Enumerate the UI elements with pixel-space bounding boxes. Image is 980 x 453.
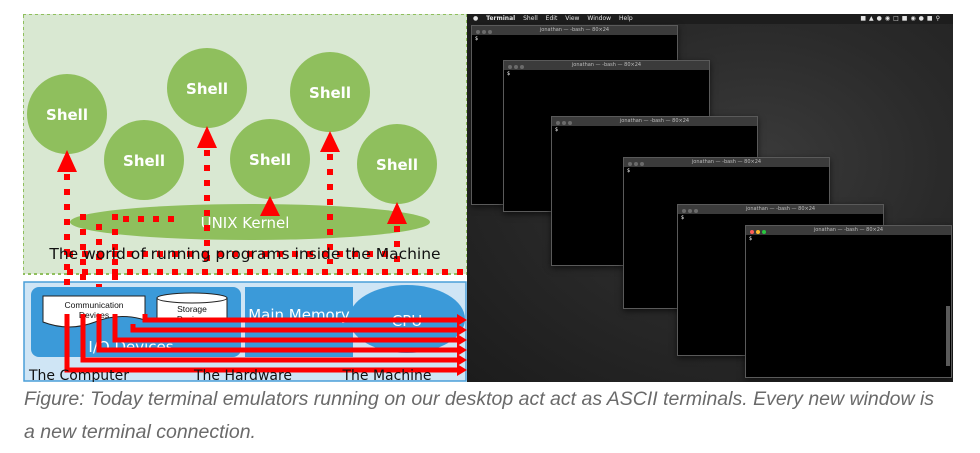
desktop-screenshot: ● Terminal Shell Edit View Window Help ■… <box>467 14 953 382</box>
terminal-prompt: $ <box>475 36 479 42</box>
shell-arrowheads <box>57 126 407 224</box>
window-controls[interactable] <box>476 29 494 38</box>
storage-devices-label: Storage <box>177 304 207 314</box>
terminal-prompt: $ <box>507 71 511 77</box>
terminal-title: jonathan — -bash — 80×24 <box>619 118 690 124</box>
unix-kernel-label: UNIX Kernel <box>201 214 290 232</box>
apple-icon[interactable]: ● <box>473 15 479 22</box>
shell-label: Shell <box>186 80 228 98</box>
terminal-prompt: $ <box>749 236 753 242</box>
menu-bar: ● Terminal Shell Edit View Window Help ■… <box>467 14 953 24</box>
terminal-connection-lines <box>64 314 459 373</box>
bottom-label-machine: The Machine <box>341 368 431 382</box>
terminal-connection-arrowheads <box>457 314 467 376</box>
menu-app-name[interactable]: Terminal <box>486 15 516 22</box>
unix-kernel-ellipse <box>70 204 430 240</box>
window-controls[interactable] <box>628 161 646 170</box>
terminal-title: jonathan — -bash — 80×24 <box>691 159 762 165</box>
shell-circle <box>104 120 184 200</box>
shell-circle <box>290 52 370 132</box>
menu-edit[interactable]: Edit <box>545 15 558 22</box>
terminal-prompt: $ <box>681 215 685 221</box>
terminal-titlebar[interactable]: jonathan — -bash — 80×24 <box>552 117 757 126</box>
world-caption: The world of running programs inside the… <box>48 245 440 263</box>
unix-architecture-diagram: UNIX Kernel Shell Shell Shell Shell Shel… <box>23 14 467 382</box>
shell-circle <box>357 124 437 204</box>
window-controls[interactable] <box>556 120 574 129</box>
shell-circle <box>230 119 310 199</box>
terminal-window-active[interactable]: jonathan — -bash — 80×24 $ <box>745 225 952 378</box>
menu-help[interactable]: Help <box>618 15 633 22</box>
terminal-title: jonathan — -bash — 80×24 <box>745 206 816 212</box>
terminal-titlebar[interactable]: jonathan — -bash — 80×24 <box>624 158 829 167</box>
menu-window[interactable]: Window <box>587 15 612 22</box>
shell-label: Shell <box>46 106 88 124</box>
shell-circle <box>167 48 247 128</box>
shell-label: Shell <box>123 152 165 170</box>
window-controls[interactable] <box>682 208 700 217</box>
terminal-titlebar[interactable]: jonathan — -bash — 80×24 <box>678 205 883 214</box>
shell-label: Shell <box>376 156 418 174</box>
terminal-title: jonathan — -bash — 80×24 <box>571 62 642 68</box>
minimize-button[interactable] <box>756 230 760 234</box>
storage-devices-top <box>156 292 228 304</box>
zoom-button[interactable] <box>762 230 766 234</box>
terminal-title: jonathan — -bash — 80×24 <box>539 27 610 33</box>
figure: UNIX Kernel Shell Shell Shell Shell Shel… <box>23 14 953 382</box>
shell-circle <box>27 74 107 154</box>
menu-shell[interactable]: Shell <box>523 15 538 22</box>
communication-devices-label: Communication <box>64 300 123 310</box>
menu-view[interactable]: View <box>565 15 580 22</box>
terminal-titlebar[interactable]: jonathan — -bash — 80×24 <box>472 26 677 35</box>
system-call-dashes <box>64 150 463 314</box>
communication-devices-label-2: Devices <box>79 310 109 320</box>
shell-label: Shell <box>309 84 351 102</box>
terminal-prompt: $ <box>555 127 559 133</box>
figure-caption: Figure: Today terminal emulators running… <box>24 388 935 443</box>
bottom-label-hardware: The Hardware <box>193 368 292 382</box>
close-button[interactable] <box>750 230 754 234</box>
window-controls[interactable] <box>750 229 768 238</box>
bottom-label-computer: The Computer <box>28 368 129 382</box>
scrollbar[interactable] <box>946 306 950 366</box>
terminal-prompt: $ <box>627 168 631 174</box>
terminal-title: jonathan — -bash — 80×24 <box>813 227 884 233</box>
shell-label: Shell <box>249 151 291 169</box>
status-icons: ■▲●◉□■◉●■⚲ <box>860 15 943 22</box>
window-controls[interactable] <box>508 64 526 73</box>
terminal-titlebar[interactable]: jonathan — -bash — 80×24 <box>746 226 951 235</box>
terminal-titlebar[interactable]: jonathan — -bash — 80×24 <box>504 61 709 70</box>
